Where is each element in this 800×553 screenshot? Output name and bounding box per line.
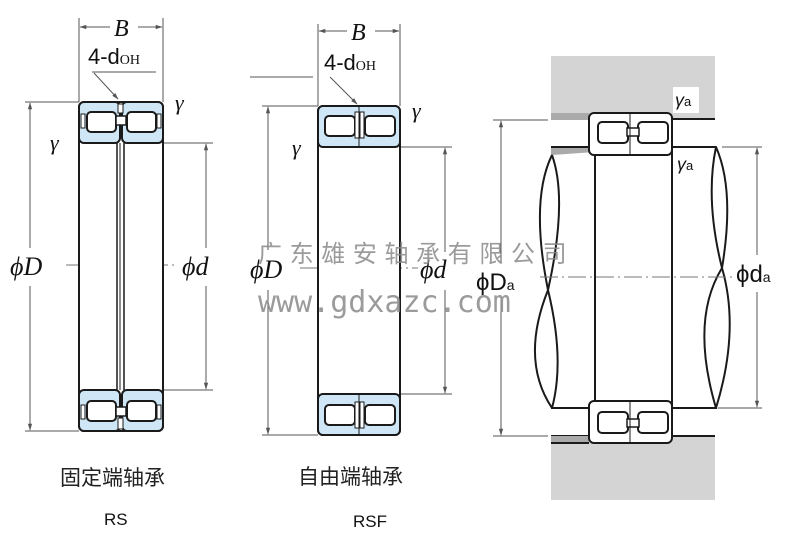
housing-bottom [551,436,715,500]
rsf-oil-hole-leader [329,76,358,105]
shaft-fillet-label: γa [677,154,694,174]
rs-roller-icon [86,400,117,422]
rsf-chamfer-outer-label: γ [412,98,422,123]
rs-width-label: B [114,16,129,42]
mount-roller-icon [597,121,629,144]
housing-fillet-label: γa [675,90,692,110]
rsf-bottom-roller-section [317,393,401,436]
mount-roller-icon [597,411,629,434]
rsf-roller-icon [324,404,356,426]
mount-roller-icon [637,121,669,144]
rs-bottom-roller-section [78,389,164,432]
rs-chamfer-outer-label: γ [175,90,185,115]
rsf-oil-hole-label: 4-dOH [324,50,376,75]
rsf-inner-ring [317,105,401,436]
rs-inner-dia-label: ϕd [182,252,209,281]
rsf-roller-icon [364,404,396,426]
rs-outer-dia-label: ϕD [10,252,42,281]
rs-inner-ring [78,101,164,432]
shaft-dia-label: ϕda [736,261,771,288]
rsf-width-label: B [351,20,366,46]
rs-bearing-diagram: B 4-dOH γ γ ϕD ϕd [10,16,213,529]
mount-roller-icon [637,411,669,434]
housing-dia-label: ϕDa [476,269,515,296]
rs-roller-icon [126,400,157,422]
housing-shoulder-top [551,113,589,120]
rsf-roller-icon [364,115,396,137]
rsf-inner-dia-label: ϕd [420,255,447,284]
mount-top-roller-section [588,112,673,156]
rsf-caption-cn: 自由端轴承 [298,465,403,489]
rs-chamfer-inner-label: γ [50,130,60,155]
mount-bottom-roller-section [588,400,673,444]
rs-caption-cn: 固定端轴承 [60,466,165,490]
rs-top-roller-section [78,101,164,144]
rs-caption-code: RS [104,510,128,529]
rs-oil-hole-label: 4-dOH [88,44,140,69]
watermark-url: www.gdxazc.com [258,285,511,320]
rsf-outer-dia-label: ϕD [250,255,282,284]
mounting-diagram: γa γa ϕDa ϕda [476,56,771,500]
housing-shoulder-bot [551,436,589,443]
rsf-roller-icon [324,115,356,137]
rs-oil-hole-leader [93,72,119,100]
rs-roller-icon [126,111,157,133]
rs-roller-icon [86,111,117,133]
rsf-bearing-diagram: B 4-dOH γ γ ϕD ϕd [250,20,452,531]
rsf-chamfer-inner-label: γ [292,135,302,160]
shaft-shoulder-top [551,147,589,155]
rsf-caption-code: RSF [353,512,387,531]
watermark-company: 广 东 雄 安 轴 承 有 限 公 司 [258,240,567,268]
rsf-top-roller-section [317,105,401,148]
